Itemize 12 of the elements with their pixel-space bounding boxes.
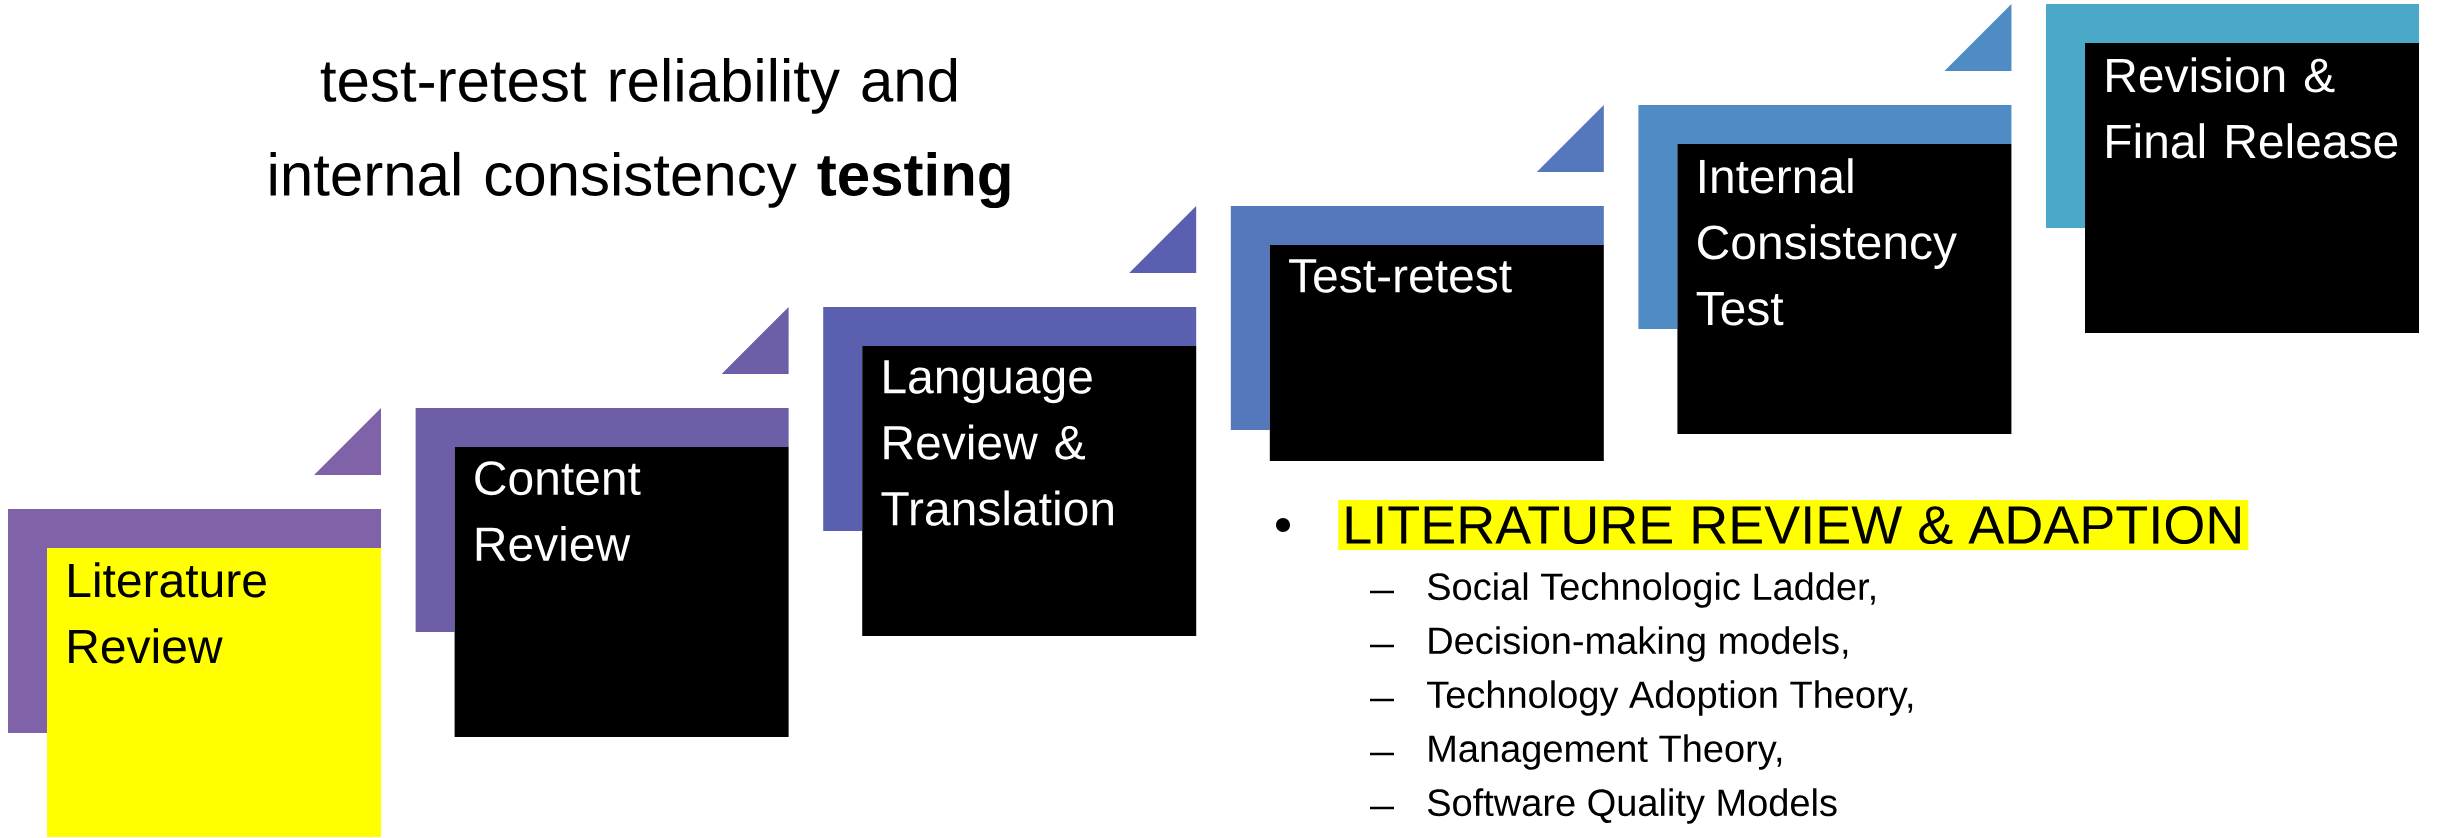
step-block: Revision & Final Release <box>2046 4 2419 333</box>
step-block: Literature Review <box>8 408 381 837</box>
step-block: Test-retest <box>1230 105 1604 461</box>
list-item: Social Technologic Ladder, <box>1427 572 1875 608</box>
list-item: Decision-making models, <box>1429 626 1848 662</box>
step-block: Content Review <box>415 307 789 737</box>
list-item: Software Quality Models <box>1427 788 1837 824</box>
list-item: Management Theory, <box>1429 734 1782 770</box>
list-item: Technology Adoption Theory, <box>1427 680 1913 716</box>
title: test-retest reliability and internal consistency testing <box>270 57 1010 209</box>
step-block: Internal Consistency Test <box>1638 4 2012 434</box>
highlighted-heading: LITERATURE REVIEW & ADAPTION <box>1338 499 2249 551</box>
